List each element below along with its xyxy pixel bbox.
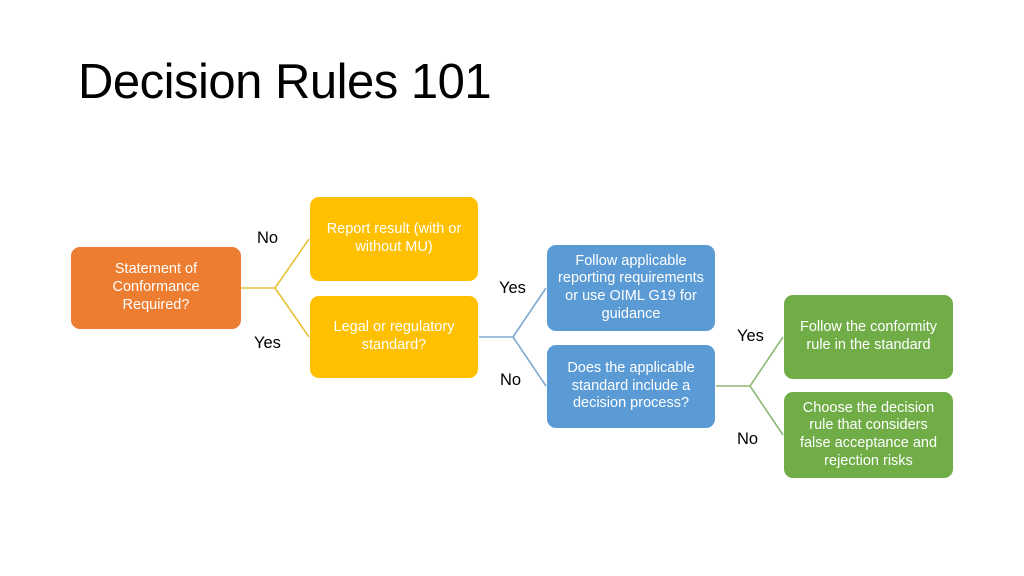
node-label: Statement of Conformance Required? xyxy=(112,261,200,313)
node-label: Follow the conformity rule in the standa… xyxy=(800,319,937,353)
node-label: Report result (with or without MU) xyxy=(326,221,462,255)
node-statement-of-conformance[interactable]: Statement of Conformance Required? xyxy=(71,247,241,329)
node-standard-includes-decision-process[interactable]: Does the applicable standard include a d… xyxy=(547,345,715,428)
edge-decision-process-no xyxy=(749,385,784,436)
page-title: Decision Rules 101 xyxy=(78,55,492,109)
edge-decision-process-yes xyxy=(749,336,784,387)
edge-label-decision-process-yes: Yes xyxy=(737,327,764,345)
edge-label-decision-process-no: No xyxy=(737,430,759,448)
edge-label-conformance-no: No xyxy=(257,229,279,247)
node-label: Follow applicable reporting requirements… xyxy=(558,252,704,322)
node-label: Does the applicable standard include a d… xyxy=(567,359,695,412)
node-follow-conformity-rule[interactable]: Follow the conformity rule in the standa… xyxy=(784,295,953,379)
edge-legal-no xyxy=(512,336,547,387)
node-label: Choose the decision rule that considers … xyxy=(799,399,938,469)
node-legal-or-regulatory-standard[interactable]: Legal or regulatory standard? xyxy=(310,296,478,378)
node-follow-reporting-requirements[interactable]: Follow applicable reporting requirements… xyxy=(547,245,715,331)
edge-conformance-no xyxy=(274,238,310,289)
node-choose-risk-based-decision-rule[interactable]: Choose the decision rule that considers … xyxy=(784,392,953,478)
edge-conformance-yes xyxy=(274,287,310,338)
edge-label-legal-yes: Yes xyxy=(499,279,526,297)
node-report-result[interactable]: Report result (with or without MU) xyxy=(310,197,478,281)
node-label: Legal or regulatory standard? xyxy=(333,319,455,353)
edge-label-conformance-yes: Yes xyxy=(254,334,281,352)
edge-label-legal-no: No xyxy=(500,371,522,389)
edge-legal-yes xyxy=(512,287,547,338)
